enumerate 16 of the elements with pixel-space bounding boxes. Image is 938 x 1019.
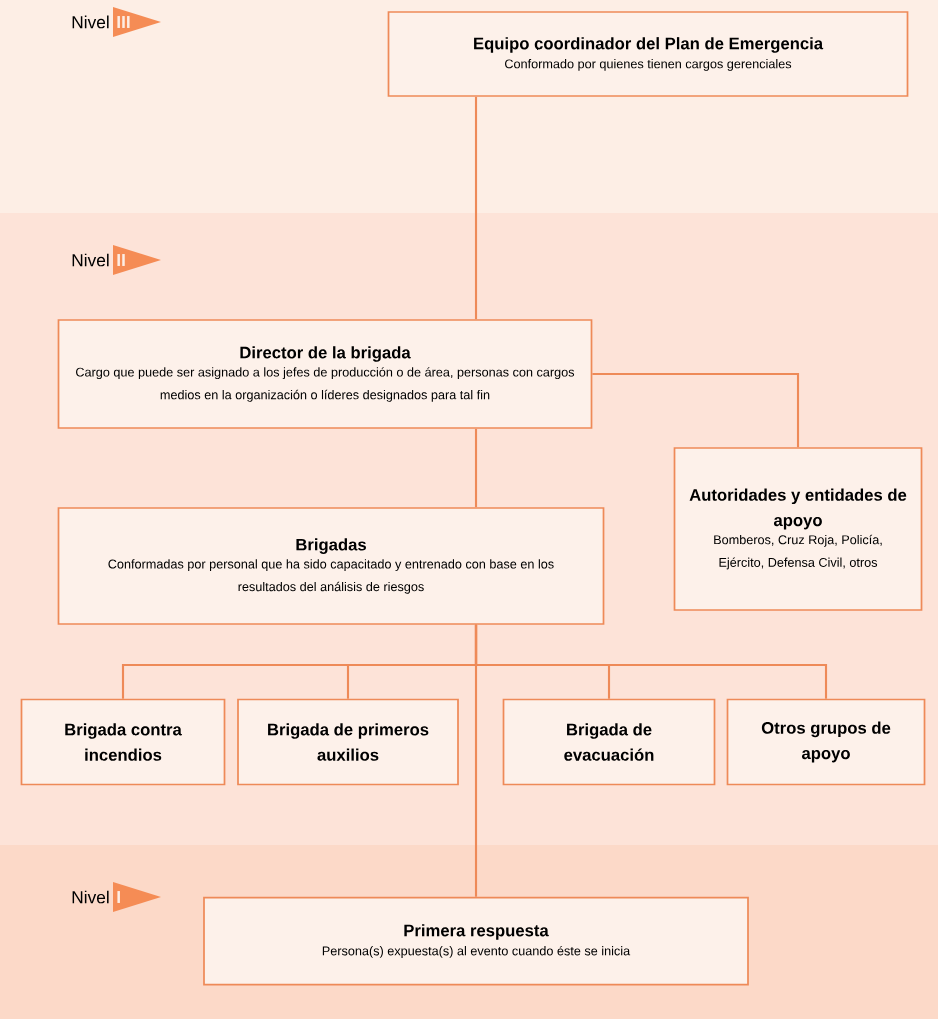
org-box: Autoridades y entidades de apoyo Bomberos, Cruz Roja, Policía, Ejército, Defensa Civil, otros [673,447,923,611]
org-box: Director de la brigada Cargo que puede ser asignado a los jefes de producción o de área, personas con cargos medios en la organización o líderes designados para tal fin [57,319,593,429]
connector-line [474,624,478,897]
connector-line [474,428,478,508]
org-box: Brigada de evacuación [502,698,716,786]
org-box: Otros grupos de apoyo [726,698,926,786]
connector-line [592,372,800,448]
org-box: Primera respuesta Persona(s) expuesta(s) al evento cuando éste se inicia [203,896,749,986]
org-box: Brigada contra incendios [20,698,226,786]
org-box: Equipo coordinador del Plan de Emergencia Conformado por quienes tienen cargos gerenciales [387,11,909,97]
level-label: Nivel [72,15,109,29]
org-box: Brigada de primeros auxilios [237,698,459,786]
org-box: Brigadas Conformadas por personal que ha sido capacitado y entrenado con base en los resultados del análisis de riesgos [57,507,605,625]
level-label: Nivel [72,890,109,904]
level-label: Nivel [72,253,109,267]
connector-line [474,96,478,320]
